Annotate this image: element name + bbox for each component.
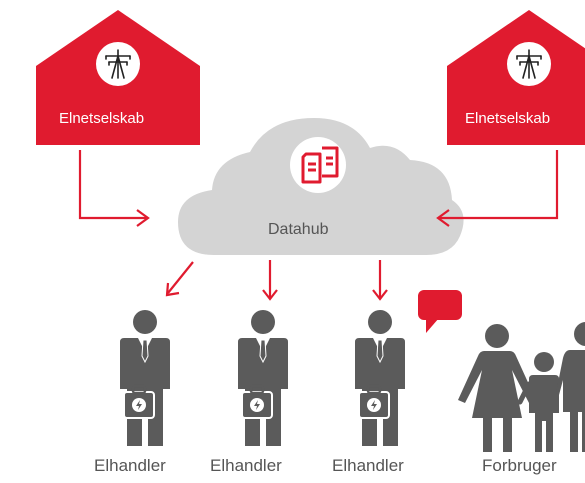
retailer-label-3: Elhandler <box>332 456 404 475</box>
arrow-hub-to-retailer-2 <box>262 260 278 301</box>
power-pylon-icon <box>95 41 141 87</box>
family-icon <box>458 322 585 452</box>
retailer-figure-1 <box>118 308 172 448</box>
grid-operator-left-label: Elnetselskab <box>59 110 145 127</box>
retailer-label-1: Elhandler <box>94 456 166 475</box>
grid-operator-left <box>36 10 200 145</box>
man-figure <box>556 322 585 452</box>
arrow-hub-to-retailer-3 <box>372 260 388 301</box>
grid-operator-right <box>447 10 585 145</box>
child-figure <box>517 352 559 452</box>
consumer-label: Forbruger <box>482 456 557 475</box>
datahub-documents-icon <box>301 146 339 184</box>
arrow-right-operator-to-hub <box>436 150 559 227</box>
grid-operator-right-label: Elnetselskab <box>465 110 551 127</box>
woman-figure <box>458 324 536 452</box>
retailer-figure-2 <box>236 308 290 448</box>
speech-bubble-icon <box>418 290 462 333</box>
arrow-hub-to-retailer-1 <box>165 261 194 297</box>
datahub-cloud <box>178 118 464 255</box>
arrow-left-operator-to-hub <box>78 150 150 227</box>
retailer-figure-3 <box>353 308 407 448</box>
retailer-label-2: Elhandler <box>210 456 282 475</box>
datahub-label: Datahub <box>268 221 329 238</box>
power-pylon-icon <box>506 41 552 87</box>
